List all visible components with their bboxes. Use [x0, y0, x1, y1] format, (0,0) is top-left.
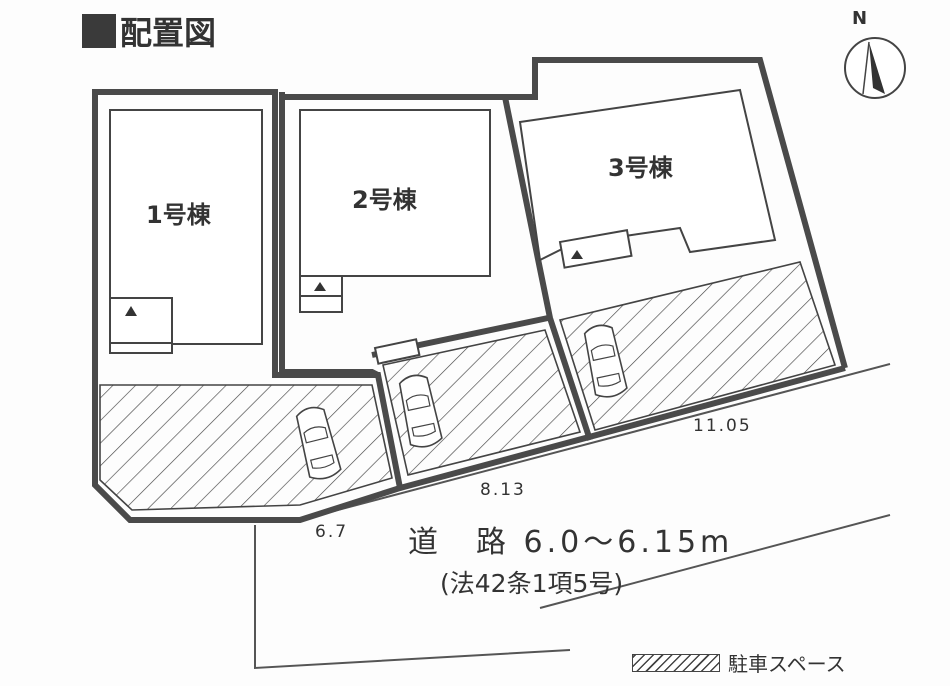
lot-3 [505, 57, 848, 369]
compass-north-label: N [852, 8, 868, 29]
road-note: (法42条1項5号) [440, 569, 624, 598]
parking-lot-1 [99, 384, 393, 511]
frontage-lot-1: 6.7 [315, 522, 349, 542]
legend-parking-label: 駐車スペース [728, 652, 846, 676]
road-label: 道 路 6.0〜6.15m [408, 525, 734, 560]
compass-icon [844, 37, 906, 99]
frontage-lot-3: 11.05 [693, 416, 752, 436]
building-3-label: 3号棟 [608, 154, 673, 182]
lot-2 [279, 92, 380, 378]
building-2-outline [299, 109, 491, 277]
building-2-label: 2号棟 [352, 186, 417, 214]
building-1-label: 1号棟 [146, 201, 211, 229]
road [254, 363, 891, 670]
legend: 駐車スペース [632, 648, 846, 677]
buildings [109, 88, 777, 365]
building-3-outline [518, 88, 777, 262]
frontage-lot-2: 8.13 [480, 480, 526, 500]
title-text: 配置図 [120, 14, 217, 52]
hatch-swatch-icon [632, 653, 720, 672]
page-title: 配置図 [82, 8, 216, 54]
parking-lot-3 [558, 261, 837, 431]
entrance-markers [125, 250, 583, 316]
title-square-icon [82, 14, 116, 48]
